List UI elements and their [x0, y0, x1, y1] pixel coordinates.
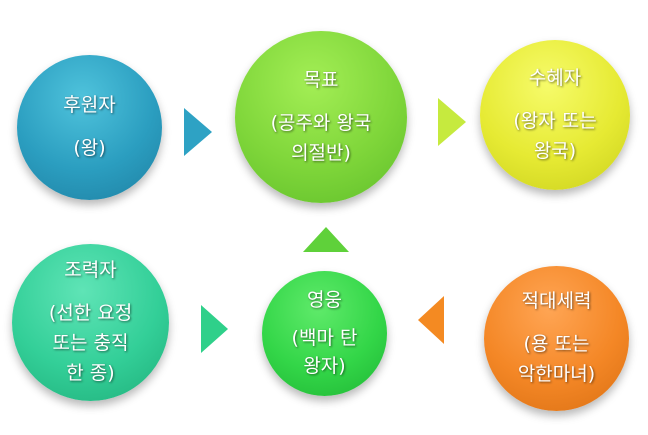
node-subtitle-line: 왕국): [533, 139, 577, 162]
node-subtitle: (공주와 왕국 의절반): [271, 108, 372, 168]
node-subtitle-line: (왕): [73, 137, 106, 159]
node-title: 영웅: [307, 289, 342, 311]
node-subtitle-line: 왕자): [303, 355, 346, 377]
node-recipient: 수혜자 (왕자 또는 왕국): [480, 40, 630, 190]
node-hero: 영웅 (백마 탄 왕자): [262, 271, 387, 396]
node-helper: 조력자 (선한 요정 또는 충직 한 종): [12, 244, 169, 401]
arrow-right-icon: [201, 305, 228, 353]
node-title: 조력자: [64, 259, 117, 281]
node-subtitle-line: 악한마녀): [517, 363, 596, 385]
arrow-right-icon: [184, 108, 212, 156]
node-subtitle-line: 또는 충직: [52, 332, 129, 354]
arrow-up-icon: [303, 227, 349, 252]
node-subtitle-line: (백마 탄: [291, 327, 358, 349]
node-subtitle: (용 또는 악한마녀): [518, 329, 595, 389]
node-opponent: 적대세력 (용 또는 악한마녀): [484, 266, 629, 411]
node-subtitle-line: (용 또는: [523, 333, 590, 355]
node-subtitle: (왕): [73, 133, 105, 163]
node-subtitle-line: 의절반): [291, 141, 351, 164]
arrow-left-icon: [418, 296, 444, 344]
node-subtitle: (선한 요정 또는 충직 한 종): [49, 298, 132, 388]
node-title: 후원자: [63, 94, 116, 116]
node-subtitle-line: (왕자 또는: [513, 109, 597, 132]
node-goal: 목표 (공주와 왕국 의절반): [235, 31, 407, 203]
node-title: 목표: [303, 68, 339, 91]
node-title: 수혜자: [528, 66, 582, 89]
node-patron: 후원자 (왕): [17, 55, 162, 200]
node-title: 적대세력: [521, 290, 592, 312]
node-subtitle-line: 한 종): [66, 362, 115, 384]
node-subtitle: (왕자 또는 왕국): [513, 106, 596, 166]
node-subtitle-line: (공주와 왕국: [270, 111, 372, 134]
node-subtitle-line: (선한 요정: [48, 302, 133, 324]
arrow-right-icon: [438, 98, 466, 146]
node-subtitle: (백마 탄 왕자): [292, 324, 358, 380]
